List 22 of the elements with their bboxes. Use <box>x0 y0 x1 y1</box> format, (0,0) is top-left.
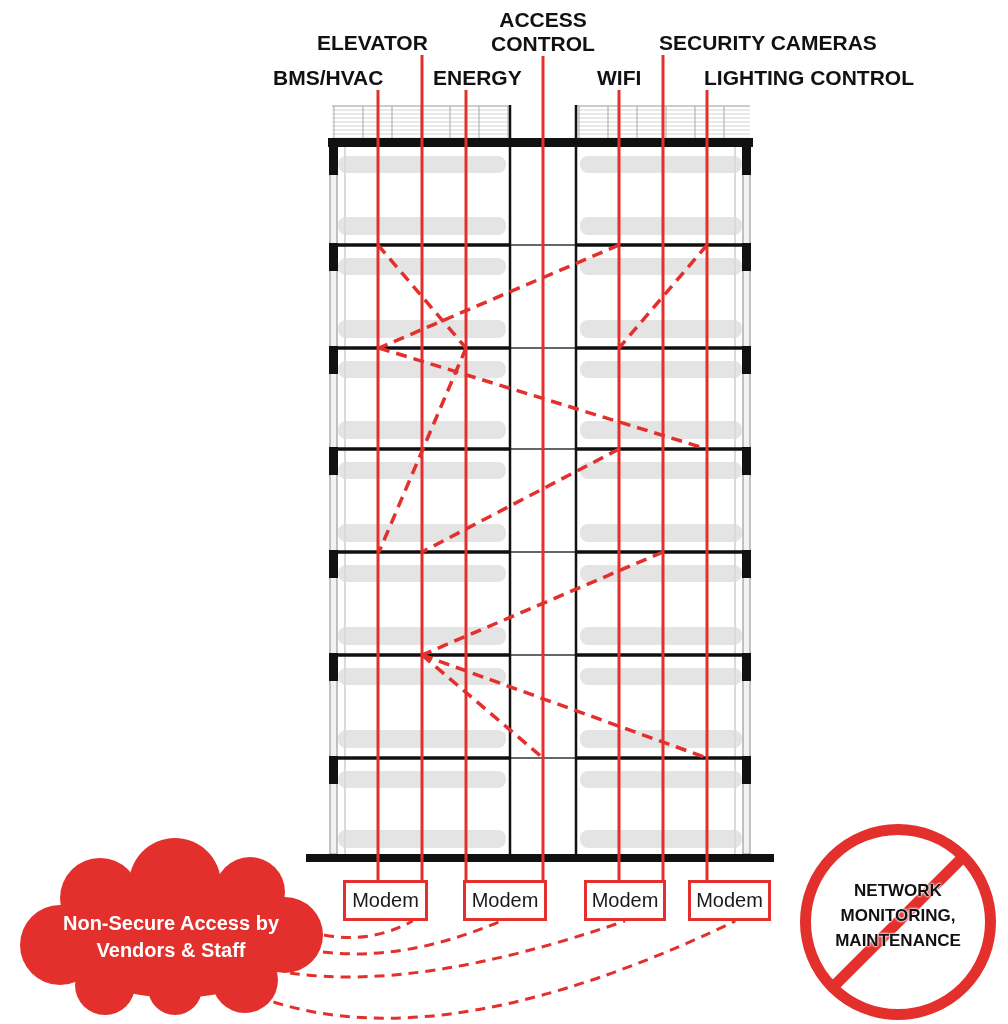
dashed-connector <box>323 919 414 939</box>
system-label: SECURITY CAMERAS <box>659 31 877 55</box>
connector-line <box>420 55 424 880</box>
system-label: ELEVATOR <box>317 31 428 55</box>
system-label: ENERGY <box>433 66 522 90</box>
system-label: ACCESS CONTROL <box>489 8 597 56</box>
connector-line <box>661 55 665 880</box>
dashed-connector <box>273 919 736 1020</box>
system-label: WIFI <box>597 66 642 90</box>
dashed-connector <box>322 919 502 956</box>
connector-line <box>617 90 621 880</box>
modem-box: Modem <box>584 880 666 921</box>
connector-line <box>376 90 380 880</box>
system-label: BMS/HVAC <box>273 66 384 90</box>
connector-line <box>541 56 545 880</box>
system-label: LIGHTING CONTROL <box>704 66 914 90</box>
modem-box: Modem <box>343 880 428 921</box>
modem-box: Modem <box>688 880 771 921</box>
modem-box: Modem <box>463 880 547 921</box>
connector-line <box>464 90 468 880</box>
connector-line <box>705 90 709 880</box>
dashed-connector <box>289 919 626 979</box>
